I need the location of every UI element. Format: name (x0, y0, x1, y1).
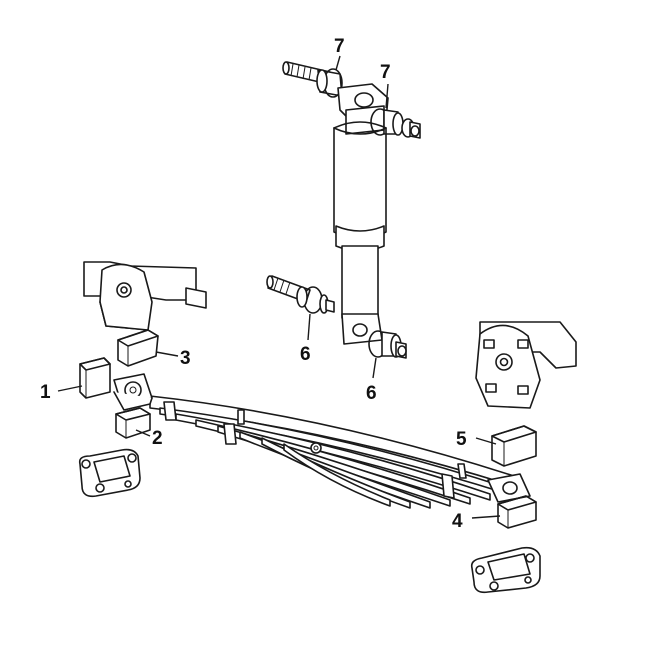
callout-5: 5 (456, 429, 467, 450)
callout-6b: 6 (366, 383, 377, 404)
shock-absorber (282, 61, 421, 359)
leader-2 (135, 429, 151, 437)
leader-3 (155, 351, 179, 357)
rear-hanger-bracket (475, 321, 577, 409)
shock-lower-stud (266, 275, 335, 314)
shock-upper-eye (337, 83, 389, 135)
rubber-bush-5 (491, 425, 537, 467)
spring-seat-plate-left (78, 448, 141, 498)
front-hanger-bracket (83, 261, 207, 331)
rubber-pad-1 (79, 357, 111, 399)
callout-6a: 6 (300, 344, 311, 365)
callouts: 1 2 3 4 5 6 6 7 7 (40, 36, 467, 532)
callout-7b: 7 (380, 62, 391, 83)
callout-7a: 7 (334, 36, 345, 57)
rubber-bush-2 (115, 407, 151, 439)
leader-4 (471, 515, 501, 519)
leader-7a (335, 55, 341, 71)
shock-body (333, 121, 387, 252)
leader-5 (475, 437, 497, 445)
shock-lower-bushing-right (368, 330, 407, 359)
leader-1 (57, 385, 83, 392)
callout-4: 4 (452, 511, 463, 532)
leader-7b (385, 83, 389, 109)
leader-lines (57, 55, 501, 519)
leader-6b (372, 357, 377, 379)
callout-3: 3 (180, 348, 191, 369)
rubber-bush-3 (117, 329, 159, 367)
leaf-spring (113, 373, 531, 509)
shock-lower-tube (341, 245, 383, 345)
shock-upper-bushing-right (370, 108, 421, 139)
callout-2: 2 (152, 428, 163, 449)
rubber-bush-4 (497, 495, 537, 529)
shock-upper-stud (282, 61, 343, 98)
leader-6a (307, 313, 311, 341)
callout-1: 1 (40, 382, 51, 403)
spring-seat-plate-right (470, 546, 541, 594)
